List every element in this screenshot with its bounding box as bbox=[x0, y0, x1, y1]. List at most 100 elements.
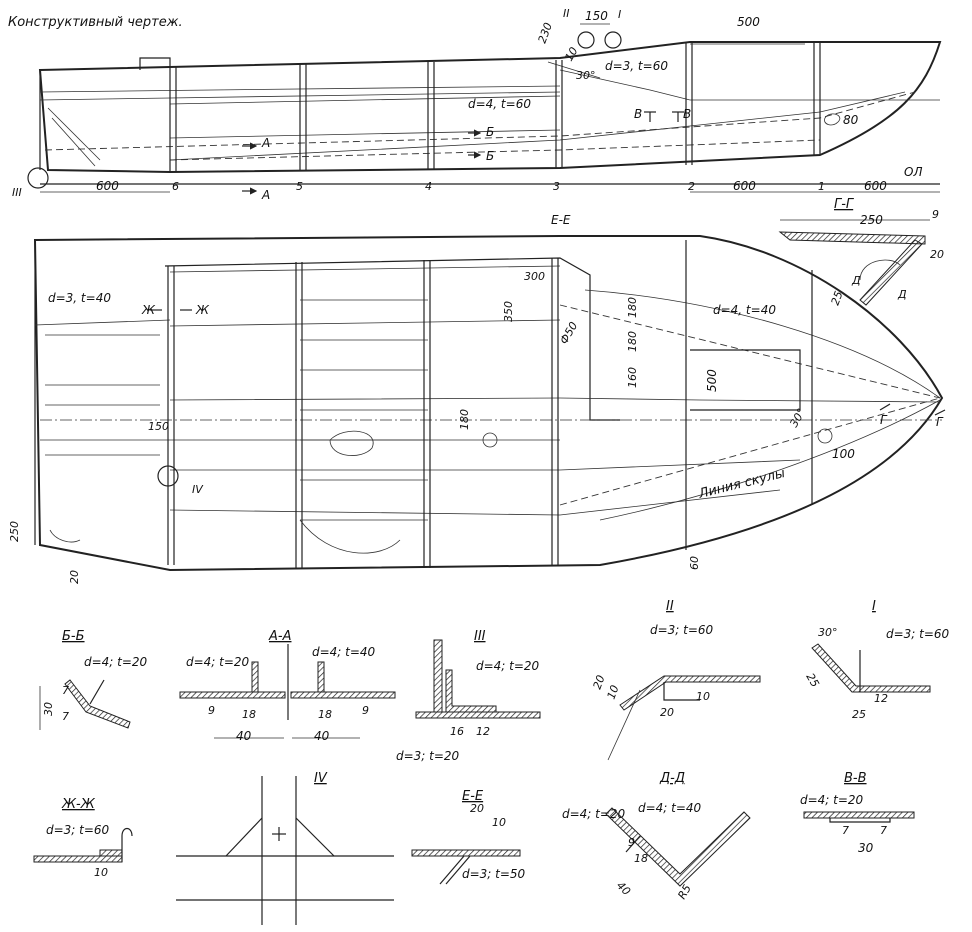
detail-bb-annotation: d=4; t=20 bbox=[84, 655, 148, 669]
detail-vv-title: В-В bbox=[844, 771, 867, 786]
detail-iii-dim-16: 16 bbox=[450, 725, 464, 738]
plan-dim-100: 100 bbox=[832, 447, 855, 461]
detail-ee: Е-Е 20 10 d=3; t=50 bbox=[411, 789, 526, 885]
detail-i: I d=3; t=60 30° 25 12 25 bbox=[803, 599, 949, 721]
detail-zhzh-annotation: d=3; t=60 bbox=[46, 823, 110, 837]
detail-iii-annotation: d=4; t=20 bbox=[476, 659, 540, 673]
detail-ii-annotation: d=3; t=60 bbox=[650, 623, 714, 637]
detail-vv-dim-7a: 7 bbox=[842, 824, 849, 837]
detail-ii-dim-10-b: 10 bbox=[696, 690, 710, 703]
detail-i-dim-25-a: 25 bbox=[803, 671, 821, 690]
detail-bb-dim-7a: 7 bbox=[62, 684, 69, 697]
detail-iv: IV bbox=[176, 771, 394, 925]
detail-ee-title: Е-Е bbox=[462, 789, 484, 804]
detail-dd-annotation-right: d=4; t=40 bbox=[638, 801, 702, 815]
side-mark-b-top: Б bbox=[486, 125, 494, 139]
plan-mark-zh-left: Ж bbox=[141, 303, 156, 317]
detail-ii-dim-20-a: 20 bbox=[591, 673, 608, 691]
detail-vv: В-В d=4; t=20 7 7 30 bbox=[800, 771, 915, 855]
detail-bb-dim-7b: 7 bbox=[62, 710, 69, 723]
plan-dim-180-c: 180 bbox=[458, 409, 471, 430]
plan-mark-zh-right: Ж bbox=[195, 303, 210, 317]
side-mark-v-left: В bbox=[634, 107, 642, 121]
side-callout-ii: II bbox=[563, 7, 570, 20]
side-callout-i: I bbox=[618, 8, 621, 21]
detail-bb-title: Б-Б bbox=[62, 629, 85, 644]
side-mark-a-bottom: А bbox=[261, 188, 270, 202]
frame-4: 4 bbox=[425, 180, 432, 193]
detail-ee-annotation: d=3; t=50 bbox=[462, 867, 526, 881]
detail-dd-dim-r5: R5 bbox=[675, 882, 694, 901]
plan-section-label-ee: Е-Е bbox=[551, 213, 571, 227]
gg-mark-d-right: Д bbox=[897, 288, 907, 301]
detail-zhzh-dim-10: 10 bbox=[94, 866, 108, 879]
detail-ii-dim-10-a: 10 bbox=[605, 683, 622, 701]
gg-mark-d-left: Д bbox=[851, 274, 861, 287]
detail-zhzh-title: Ж-Ж bbox=[61, 797, 96, 812]
detail-ii-title: II bbox=[666, 599, 674, 614]
detail-i-annotation: d=3; t=60 bbox=[886, 627, 950, 641]
detail-ee-dim-10: 10 bbox=[492, 816, 506, 829]
side-mark-b-bottom: Б bbox=[486, 149, 494, 163]
side-mark-a-top: А bbox=[261, 136, 270, 150]
drawing-title: Конструктивный чертеж. bbox=[8, 15, 183, 30]
plan-dim-phi50: Ф50 bbox=[557, 320, 580, 347]
side-annotation-d4-t60: d=4, t=60 bbox=[468, 97, 531, 111]
detail-i-dim-25-b: 25 bbox=[852, 708, 866, 721]
plan-chine-label: Линия скулы bbox=[696, 466, 786, 502]
frame-6: 6 bbox=[172, 180, 179, 193]
side-dim-10: 10 bbox=[562, 45, 580, 64]
plan-dim-300: 300 bbox=[524, 270, 545, 283]
detail-dd: Д-Д d=4; t=20 d=4; t=40 9 18 40 R5 bbox=[562, 771, 751, 902]
side-dim-600-mid: 600 bbox=[733, 179, 756, 193]
frame-2: 2 bbox=[688, 180, 695, 193]
detail-vv-annotation: d=4; t=20 bbox=[800, 793, 864, 807]
detail-bb-dim-30: 30 bbox=[42, 702, 55, 716]
side-annotation-d3-t60: d=3, t=60 bbox=[605, 59, 668, 73]
detail-iii: III d=4; t=20 16 12 d=3; t=20 bbox=[396, 629, 541, 763]
detail-aa-annotation-left: d=4; t=20 bbox=[186, 655, 250, 669]
side-view: 150 II I 500 230 10 30° d=3, t=60 d=4, t… bbox=[12, 7, 942, 202]
plan-dim-160: 160 bbox=[626, 367, 639, 388]
plan-dim-500: 500 bbox=[705, 369, 719, 392]
detail-iii-annotation-bottom: d=3; t=20 bbox=[396, 749, 460, 763]
side-dim-600-bow: 600 bbox=[864, 179, 887, 193]
gg-dim-25: 25 bbox=[829, 289, 846, 307]
plan-dim-350: 350 bbox=[502, 301, 515, 322]
plan-dim-60: 60 bbox=[688, 556, 701, 570]
plan-dim-180-b: 180 bbox=[626, 331, 639, 352]
detail-dd-dim-18: 18 bbox=[634, 852, 648, 865]
detail-aa: А-А d=4; t=20 d=4; t=40 9 18 18 9 40 40 bbox=[179, 629, 396, 743]
detail-aa-dim-18-left: 18 bbox=[242, 708, 256, 721]
frame-3: 3 bbox=[553, 180, 560, 193]
side-callout-iii: III bbox=[12, 186, 22, 199]
detail-aa-dim-40-right: 40 bbox=[314, 729, 330, 743]
detail-iv-title: IV bbox=[314, 771, 328, 786]
plan-dim-150: 150 bbox=[148, 420, 169, 433]
detail-ii-dim-20-b: 20 bbox=[660, 706, 674, 719]
gg-title: Г-Г bbox=[834, 197, 855, 212]
plan-view: Е-Е 300 350 Ф50 180 180 160 d=4, t=40 50… bbox=[8, 213, 946, 584]
side-dim-500: 500 bbox=[737, 15, 760, 29]
detail-aa-title: А-А bbox=[268, 629, 291, 644]
plan-dim-250: 250 bbox=[8, 521, 21, 542]
detail-iii-dim-12: 12 bbox=[476, 725, 490, 738]
side-dim-150: 150 bbox=[585, 9, 608, 23]
side-dim-30deg: 30° bbox=[576, 69, 596, 82]
detail-aa-dim-9-right: 9 bbox=[362, 704, 369, 717]
side-dim-80: 80 bbox=[843, 113, 859, 127]
gg-dim-9: 9 bbox=[932, 208, 939, 221]
detail-ii: II d=3; t=60 20 10 20 10 bbox=[591, 599, 761, 761]
side-dim-230: 230 bbox=[536, 21, 555, 45]
detail-i-dim-12: 12 bbox=[874, 692, 888, 705]
plan-annotation-d3-t40: d=3, t=40 bbox=[48, 291, 111, 305]
detail-i-title: I bbox=[872, 599, 876, 614]
plan-dim-180-a: 180 bbox=[626, 297, 639, 318]
detail-dd-title: Д-Д bbox=[659, 771, 685, 786]
waterline-label: ОЛ bbox=[904, 165, 922, 179]
gg-dim-250: 250 bbox=[860, 213, 883, 227]
detail-iii-title: III bbox=[474, 629, 486, 644]
frame-5: 5 bbox=[296, 180, 303, 193]
side-mark-v-right: В bbox=[683, 107, 691, 121]
